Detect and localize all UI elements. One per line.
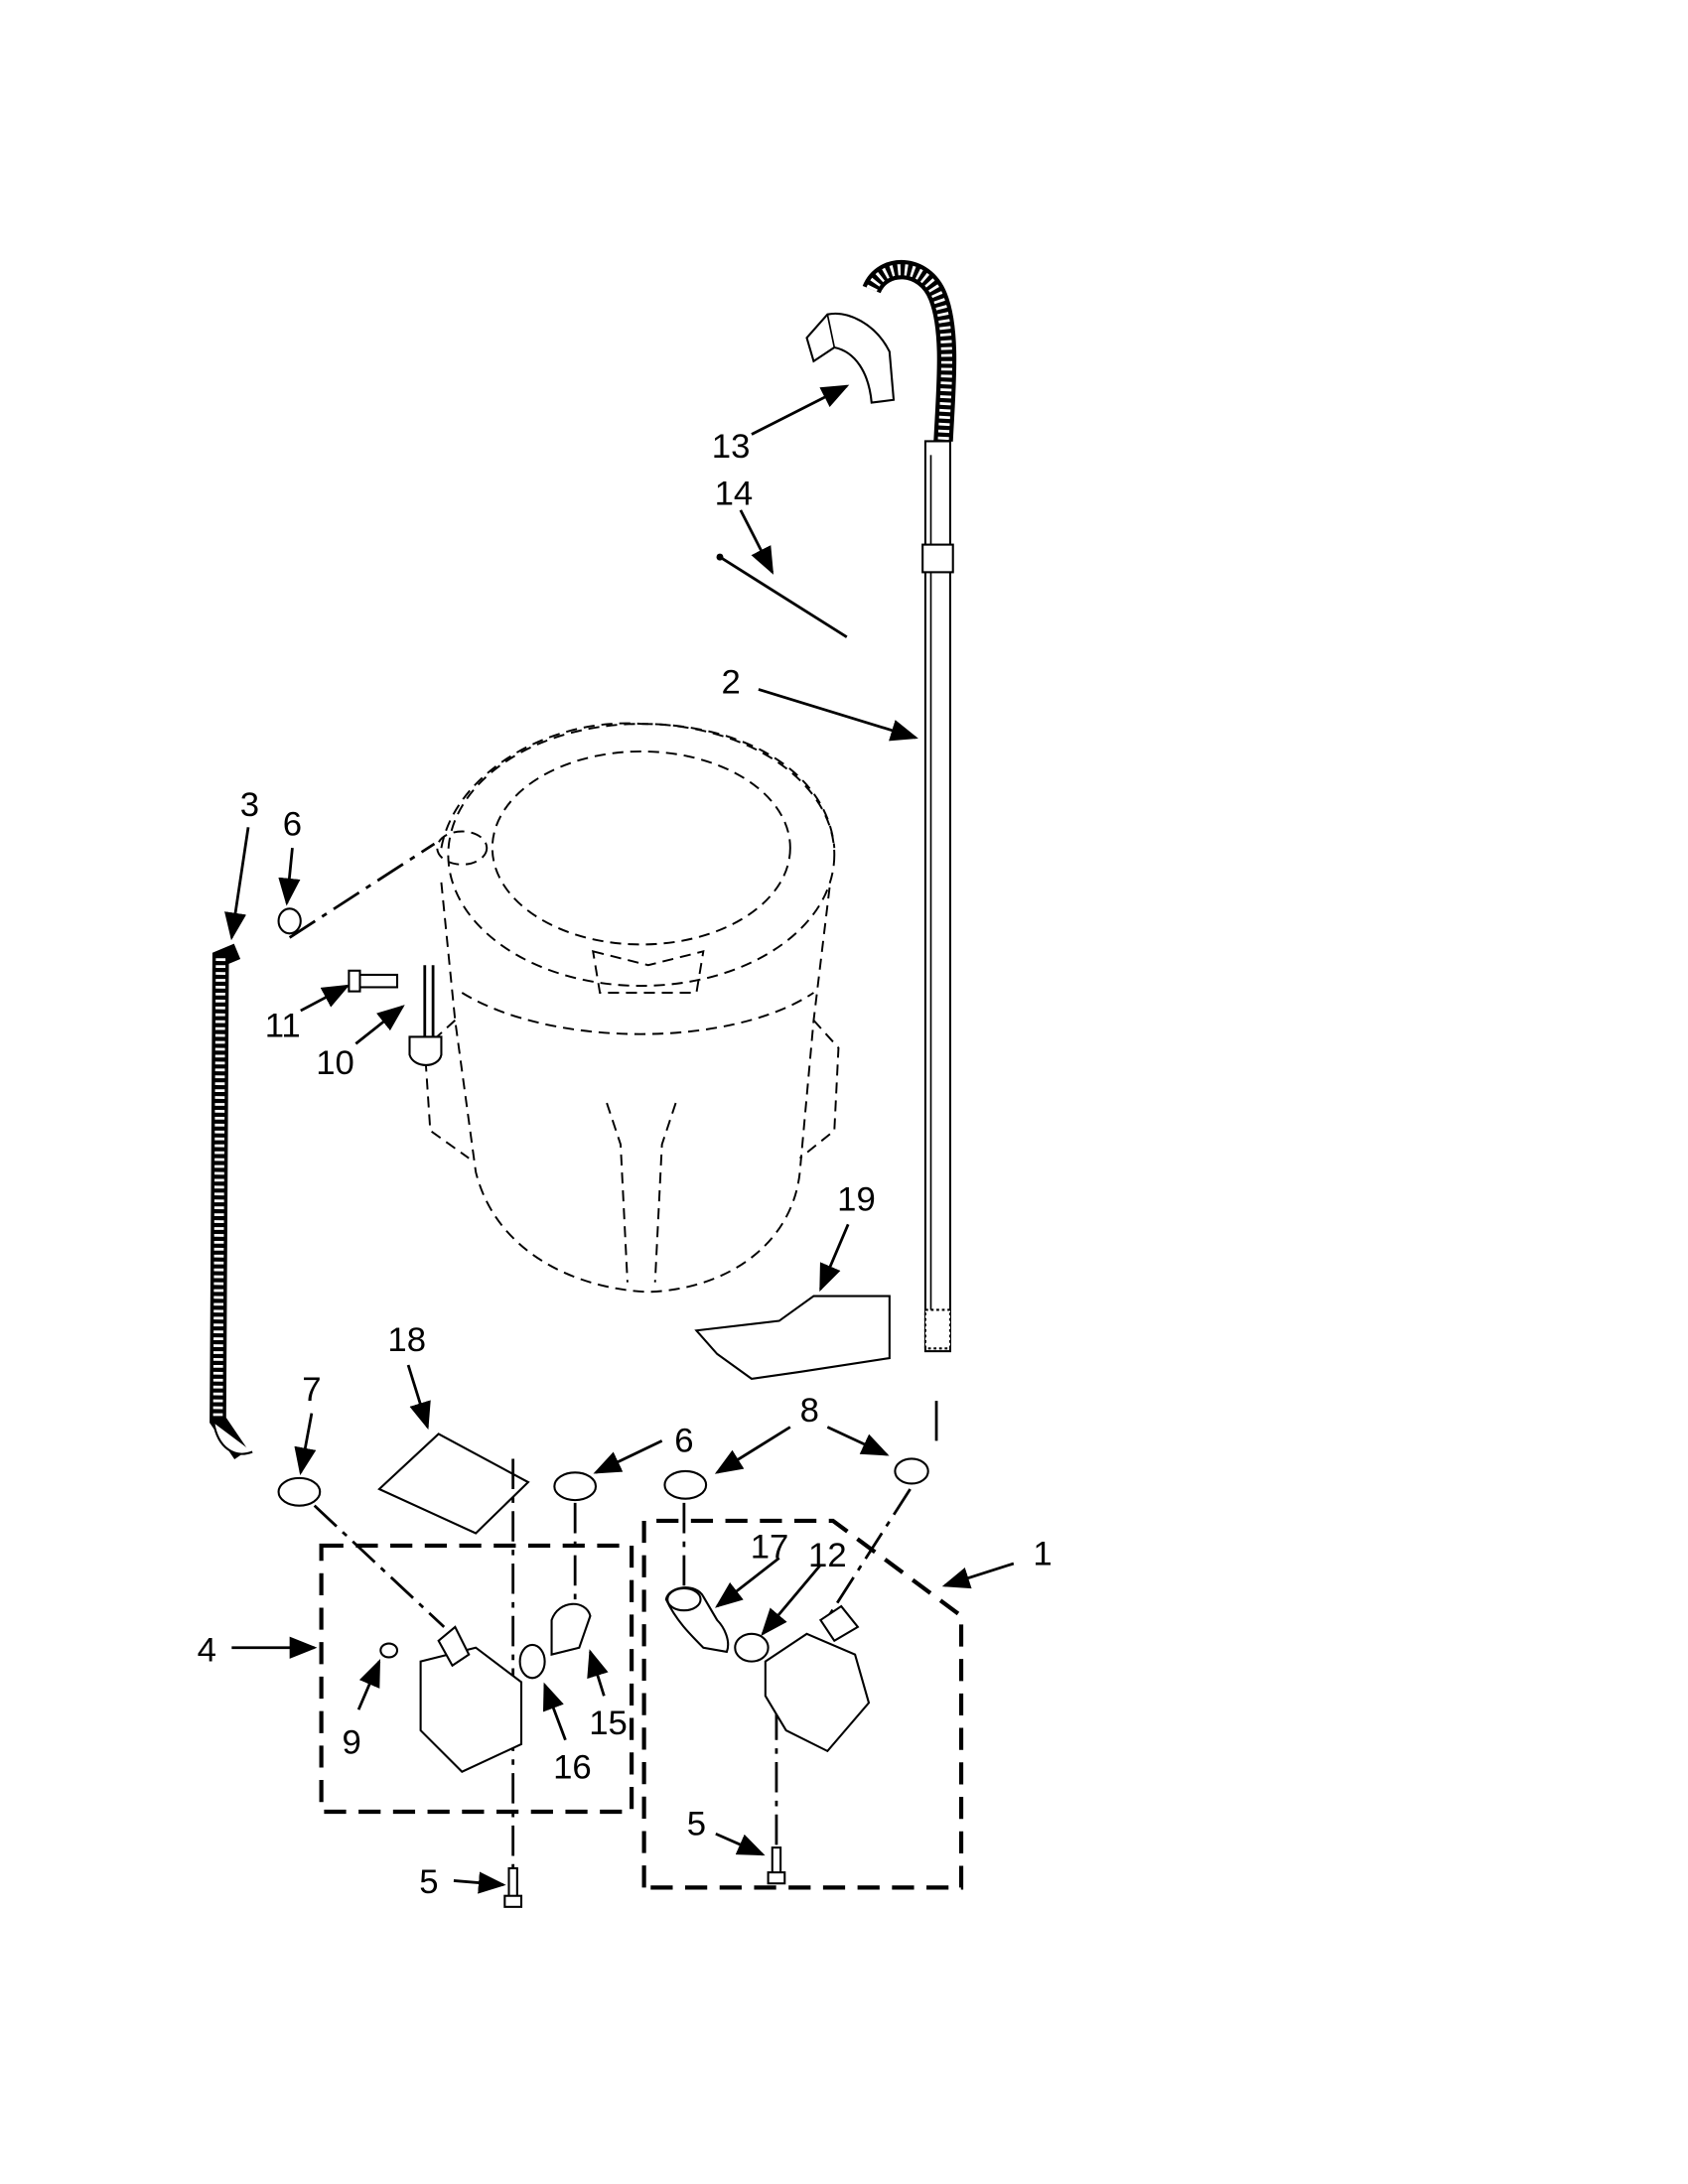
hose-clip xyxy=(805,312,896,404)
sensor-10 xyxy=(408,965,443,1066)
cable-tie xyxy=(716,553,848,638)
callout-8: 8 xyxy=(800,1392,819,1430)
pump-assembly-4-box xyxy=(319,1543,634,1815)
clamp-7 xyxy=(277,1476,322,1507)
callout-16: 16 xyxy=(553,1749,592,1787)
pump-4 xyxy=(379,1602,592,1773)
clamp-8-right xyxy=(894,1457,929,1485)
callout-9: 9 xyxy=(343,1724,361,1762)
callout-14: 14 xyxy=(715,475,754,512)
clamp-6-top xyxy=(277,907,302,935)
callout-17: 17 xyxy=(751,1528,789,1566)
callout-15: 15 xyxy=(589,1705,628,1742)
callout-2: 2 xyxy=(721,664,740,702)
clamp-6-mid xyxy=(553,1471,598,1502)
callout-6-top: 6 xyxy=(283,806,302,844)
callout-12: 12 xyxy=(808,1537,847,1574)
screw-5-right xyxy=(767,1846,786,1885)
shield-18 xyxy=(377,1433,530,1535)
callout-7: 7 xyxy=(302,1371,321,1409)
callout-6-mid: 6 xyxy=(674,1423,693,1460)
callout-3: 3 xyxy=(240,786,259,824)
outer-tub xyxy=(423,722,840,1294)
callout-13: 13 xyxy=(712,428,751,466)
pump-assembly-1-box xyxy=(641,1518,964,1890)
callout-1: 1 xyxy=(1033,1535,1052,1572)
callout-19: 19 xyxy=(837,1180,876,1218)
pump-1 xyxy=(664,1586,871,1753)
callout-5-left: 5 xyxy=(419,1863,438,1901)
leader-arrows xyxy=(224,384,1015,1894)
callout-18: 18 xyxy=(387,1321,426,1359)
screw-5-left xyxy=(503,1866,523,1908)
callout-11: 11 xyxy=(265,1007,301,1044)
inlet-hose xyxy=(210,943,253,1459)
callout-5-right: 5 xyxy=(687,1806,706,1843)
drain-hose xyxy=(862,259,957,1353)
plate-19 xyxy=(694,1295,891,1380)
clamp-8-mid xyxy=(663,1469,708,1500)
screw-11 xyxy=(348,969,399,993)
callout-10: 10 xyxy=(316,1044,354,1082)
callout-4: 4 xyxy=(198,1632,216,1670)
